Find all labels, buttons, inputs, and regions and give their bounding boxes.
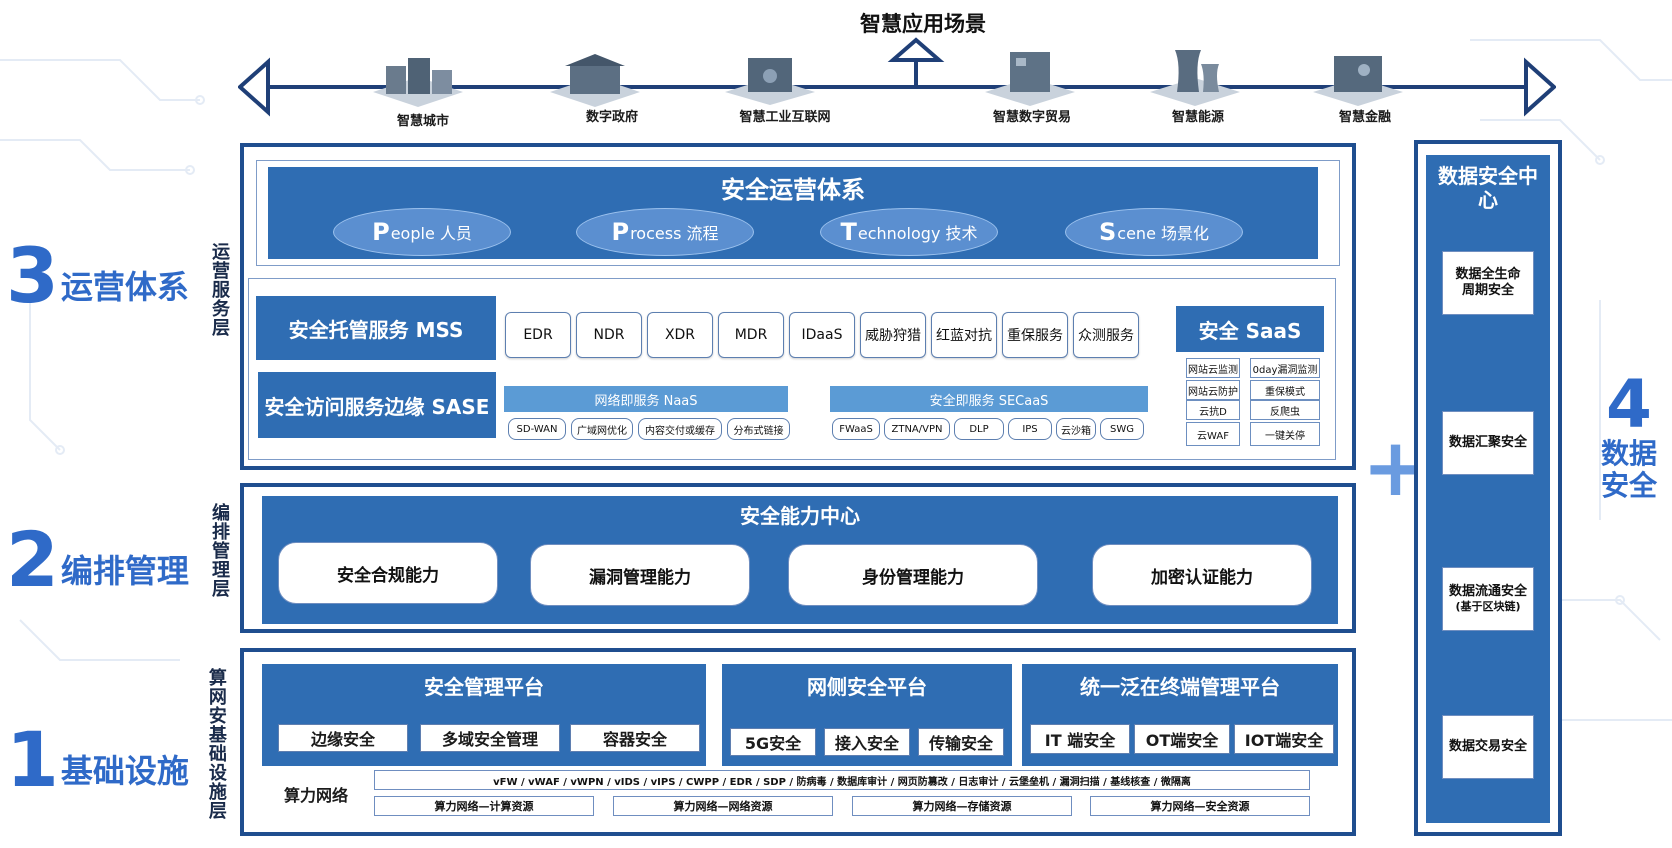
mss-item-mdr: MDR	[718, 312, 784, 358]
data-trading-box: 数据交易安全	[1442, 715, 1534, 779]
scene-smart-finance: 智慧金融	[1338, 110, 1391, 125]
compute-resource-network: 算力网络—网络资源	[613, 796, 833, 816]
secaas-item-dlp: DLP	[954, 418, 1004, 440]
industrial-internet-icon	[725, 58, 815, 105]
ops-system-title: 安全运营体系	[721, 175, 865, 204]
vertical-label-infra: 算网安基础设施层	[205, 668, 227, 820]
data-lifecycle-box: 数据全生命 周期安全	[1442, 251, 1534, 315]
secaas-title: 安全即服务 SECaaS	[830, 386, 1148, 412]
saas-item-one-click-stop: 一键关停	[1250, 422, 1320, 446]
compute-resource-compute: 算力网络—计算资源	[374, 796, 594, 816]
mss-item-crowd-testing: 众测服务	[1073, 312, 1139, 358]
layer-label-ops: 3 运营体系	[6, 231, 189, 320]
naas-item-cdn: 内容交付或缓存	[638, 418, 722, 440]
naas-title: 网络即服务 NaaS	[504, 386, 788, 412]
network-item-5g: 5G安全	[730, 728, 816, 756]
compute-resource-security: 算力网络—安全资源	[1090, 796, 1310, 816]
mss-item-ndr: NDR	[576, 312, 642, 358]
compute-resource-storage: 算力网络—存储资源	[852, 796, 1072, 816]
network-platform-panel: 网侧安全平台 5G安全 接入安全 传输安全	[722, 664, 1012, 766]
digital-trade-icon	[985, 52, 1075, 106]
scene-digital-trade: 智慧数字贸易	[992, 110, 1071, 125]
capability-title: 安全能力中心	[740, 503, 860, 528]
layer-label-data-security: 4 数据 安全	[1600, 366, 1657, 503]
scene-smart-city: 智慧城市	[396, 114, 449, 129]
scenes-arrow	[238, 37, 1556, 117]
data-circulation-box: 数据流通安全 (基于区块链)	[1442, 567, 1534, 631]
saas-title: 安全 SaaS	[1176, 306, 1324, 352]
capability-identity: 身份管理能力	[788, 544, 1038, 606]
sase-panel: 安全访问服务边缘 SASE	[258, 372, 496, 438]
scenes-title: 智慧应用场景	[860, 12, 986, 36]
saas-item-0day-monitor: 0day漏洞监测	[1250, 358, 1320, 378]
layer-label-infra: 1 基础设施	[6, 715, 189, 804]
smart-energy-icon	[1150, 50, 1240, 106]
saas-item-web-monitor: 网站云监测	[1186, 358, 1240, 378]
network-platform-title: 网侧安全平台	[807, 674, 927, 699]
saas-item-key-mode: 重保模式	[1250, 380, 1320, 400]
mss-item-threat-hunting: 威胁狩猎	[860, 312, 926, 358]
terminal-item-it: IT 端安全	[1030, 724, 1130, 754]
saas-item-web-protect: 网站云防护	[1186, 380, 1240, 400]
capability-panel: 安全能力中心 安全合规能力 漏洞管理能力 身份管理能力 加密认证能力	[262, 496, 1338, 624]
compute-network-label: 算力网络	[284, 786, 349, 805]
mgmt-item-multidomain: 多域安全管理	[420, 724, 560, 752]
smart-city-icon	[373, 58, 463, 107]
secaas-item-ips: IPS	[1008, 418, 1052, 440]
secaas-item-fwaas: FWaaS	[832, 418, 880, 440]
terminal-item-iot: IOT端安全	[1234, 724, 1334, 754]
data-security-title: 数据安全中心	[1438, 164, 1538, 212]
mgmt-item-container: 容器安全	[570, 724, 700, 752]
mgmt-platform-title: 安全管理平台	[424, 674, 544, 699]
naas-item-wan-opt: 广域网优化	[571, 418, 633, 440]
vertical-label-ops: 运营服务层	[209, 242, 230, 337]
digital-gov-icon	[550, 54, 640, 107]
network-item-transport: 传输安全	[918, 728, 1004, 756]
scene-industrial-internet: 智慧工业互联网	[739, 110, 831, 125]
compute-vnf-line: vFW / vWAF / vWPN / vIDS / vIPS / CWPP /…	[374, 770, 1310, 790]
terminal-platform-panel: 统一泛在终端管理平台 IT 端安全 OT端安全 IOT端安全	[1022, 664, 1338, 766]
secaas-item-sandbox: 云沙箱	[1056, 418, 1096, 440]
capability-vulnerability: 漏洞管理能力	[530, 544, 750, 606]
scene-smart-energy: 智慧能源	[1171, 110, 1224, 125]
capability-encryption: 加密认证能力	[1092, 544, 1312, 606]
terminal-item-ot: OT端安全	[1134, 724, 1230, 754]
vertical-label-orchestration: 编排管理层	[209, 503, 230, 598]
services-frame	[248, 278, 1336, 460]
data-security-panel: 数据安全中心 数据全生命 周期安全 数据汇聚安全 数据流通安全 (基于区块链) …	[1426, 155, 1550, 823]
data-aggregation-box: 数据汇聚安全	[1442, 411, 1534, 475]
saas-item-cloud-waf: 云WAF	[1186, 422, 1240, 446]
scene-digital-gov: 数字政府	[585, 110, 638, 125]
secaas-item-ztna: ZTNA/VPN	[884, 418, 950, 440]
mss-item-key-protection: 重保服务	[1002, 312, 1068, 358]
layer-label-orchestration: 2 编排管理	[6, 515, 189, 604]
secaas-item-swg: SWG	[1100, 418, 1144, 440]
mss-item-xdr: XDR	[647, 312, 713, 358]
mss-item-idaas: IDaaS	[789, 312, 855, 358]
network-item-access: 接入安全	[824, 728, 910, 756]
naas-item-sdwan: SD-WAN	[508, 418, 566, 440]
saas-item-anti-crawler: 反爬虫	[1250, 400, 1320, 420]
terminal-platform-title: 统一泛在终端管理平台	[1080, 674, 1280, 699]
mgmt-item-edge: 边缘安全	[278, 724, 408, 752]
capability-compliance: 安全合规能力	[278, 542, 498, 604]
mss-item-red-blue: 红蓝对抗	[931, 312, 997, 358]
smart-finance-icon	[1313, 56, 1403, 106]
ops-system-outer	[256, 160, 1340, 266]
mss-item-edr: EDR	[505, 312, 571, 358]
mgmt-platform-panel: 安全管理平台 边缘安全 多域安全管理 容器安全	[262, 664, 706, 766]
saas-item-anti-ddos: 云抗D	[1186, 400, 1240, 420]
mss-panel: 安全托管服务 MSS	[256, 296, 496, 360]
naas-item-distributed: 分布式链接	[727, 418, 790, 440]
